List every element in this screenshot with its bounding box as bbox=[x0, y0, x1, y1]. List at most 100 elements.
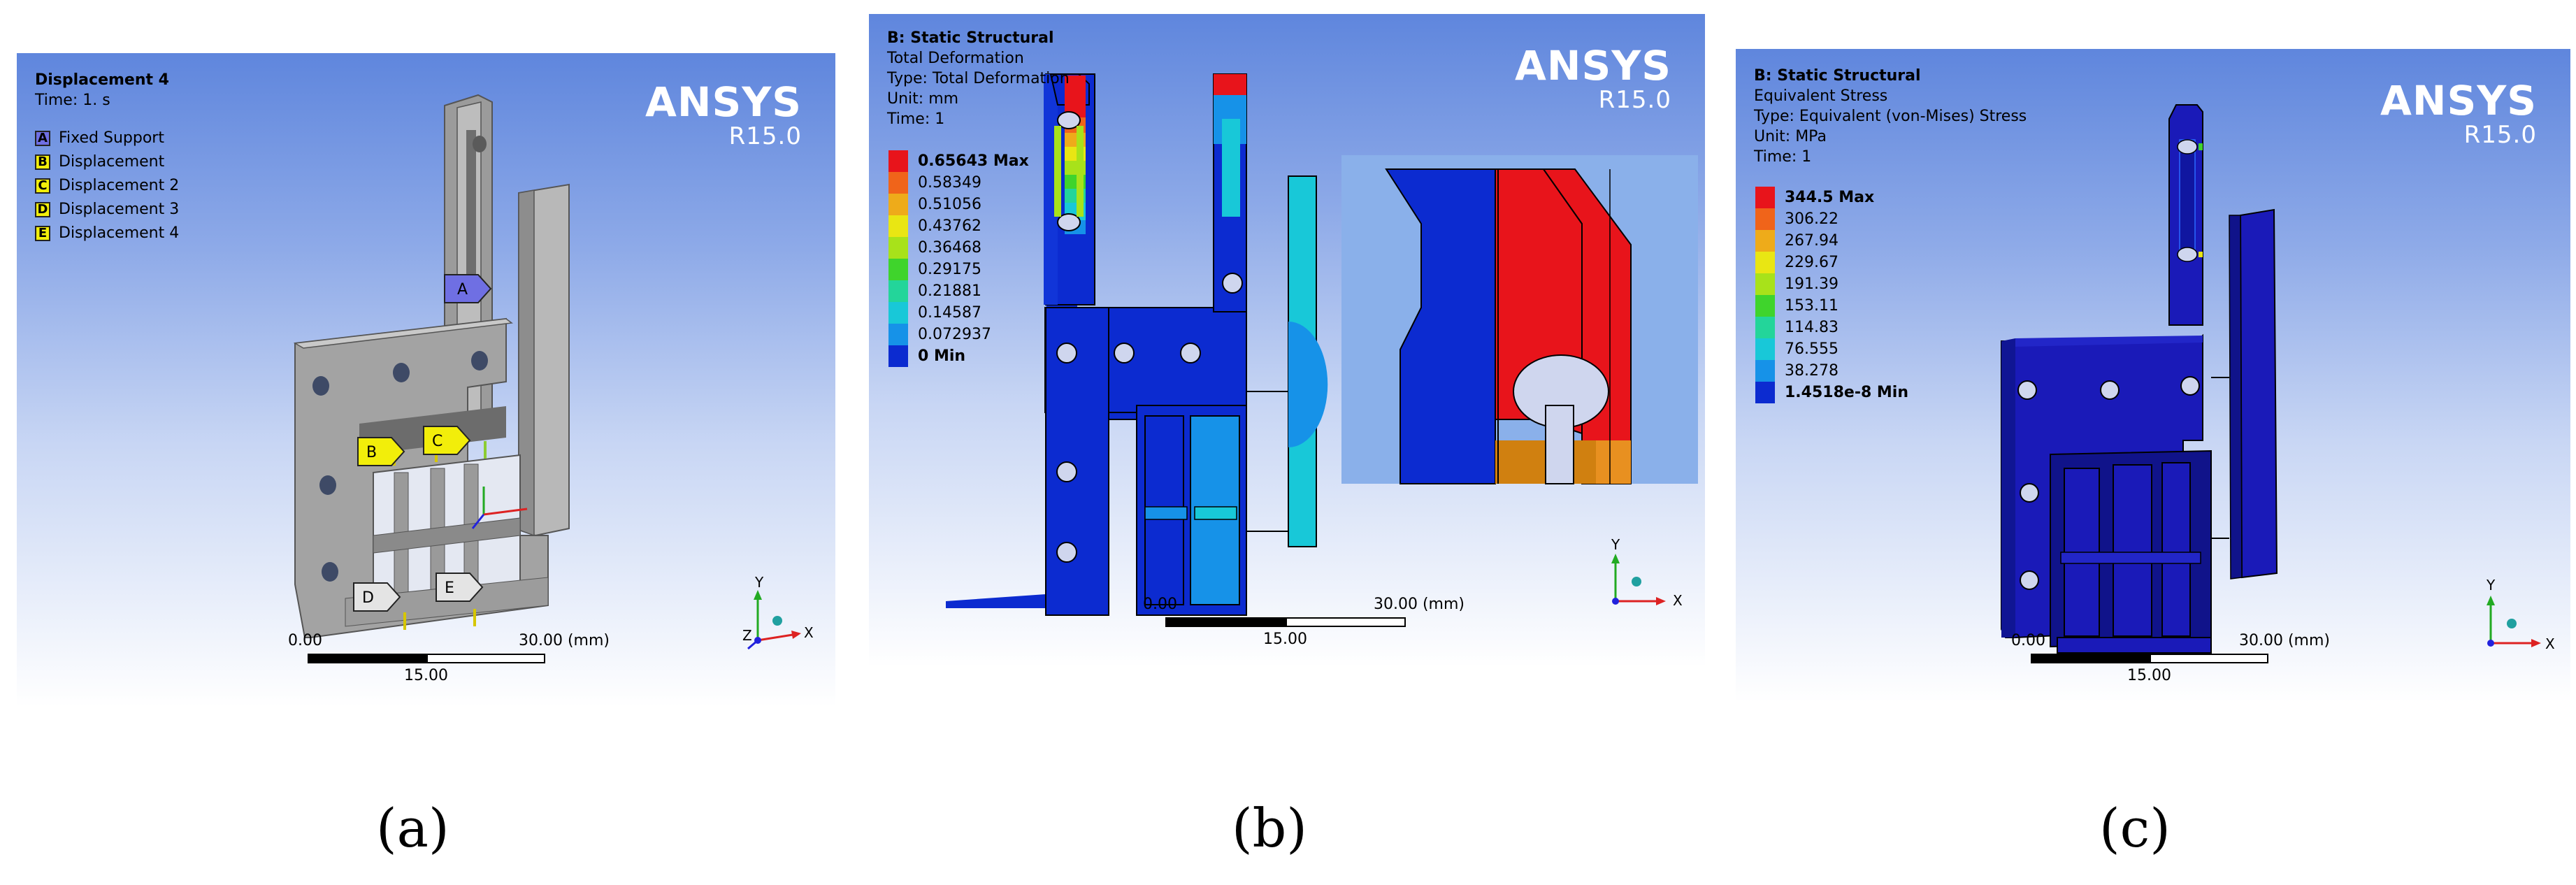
brand-version: R15.0 bbox=[1598, 86, 1671, 114]
viewport-total-deformation[interactable]: B: Static Structural Total Deformation T… bbox=[869, 14, 1705, 668]
model-geometry-gray bbox=[293, 94, 570, 638]
brand-name: ANSYS bbox=[2380, 77, 2537, 124]
contour-row: 0.51056 bbox=[888, 194, 1029, 215]
scale-bar-white bbox=[1286, 617, 1406, 627]
contour-label: 344.5 Max bbox=[1785, 189, 1875, 206]
contour-label: 191.39 bbox=[1785, 275, 1839, 293]
contour-label: 38.278 bbox=[1785, 362, 1839, 380]
brand-name: ANSYS bbox=[1515, 42, 1671, 89]
displacement-flag-e[interactable]: E bbox=[435, 572, 484, 603]
brand-name: ANSYS bbox=[645, 78, 802, 126]
contour-row: 38.278 bbox=[1755, 360, 1908, 382]
contour-label: 0.29175 bbox=[918, 261, 981, 278]
axis-x-label: X bbox=[804, 624, 814, 641]
contour-label: 1.4518e-8 Min bbox=[1785, 384, 1909, 401]
contour-swatch bbox=[1755, 360, 1775, 382]
contour-swatch bbox=[1755, 208, 1775, 230]
legend-key-a: A bbox=[35, 131, 50, 146]
viewport-displacement-setup[interactable]: A B C D E Displacement 4 Time: 1. s A Fi… bbox=[17, 53, 835, 707]
contour-swatch bbox=[888, 345, 908, 367]
scale-end-label: 30.00 (mm) bbox=[1374, 596, 1465, 613]
legend-item-displacement-2[interactable]: C Displacement 2 bbox=[35, 174, 179, 198]
global-axis-triad: Y X bbox=[1611, 536, 1683, 609]
contour-swatch bbox=[888, 215, 908, 237]
caption-a: (a) bbox=[376, 797, 449, 859]
contour-row: 229.67 bbox=[1755, 252, 1908, 273]
contour-label: 229.67 bbox=[1785, 254, 1839, 271]
legend-key-d: D bbox=[35, 202, 50, 217]
brand-version: R15.0 bbox=[728, 122, 802, 150]
displacement-flag-c[interactable]: C bbox=[422, 425, 471, 456]
contour-row-max: 344.5 Max bbox=[1755, 187, 1908, 208]
axis-y-label: Y bbox=[2486, 577, 2496, 593]
axis-z-label: Z bbox=[742, 627, 752, 644]
contour-row: 0.36468 bbox=[888, 237, 1029, 259]
ansys-logo: ANSYS R15.0 bbox=[2380, 80, 2537, 148]
contour-swatch bbox=[1755, 382, 1775, 403]
viewport-equivalent-stress[interactable]: B: Static Structural Equivalent Stress T… bbox=[1736, 49, 2570, 703]
result-title: B: Static Structural bbox=[1754, 67, 1921, 85]
analysis-header: Displacement 4 Time: 1. s bbox=[35, 70, 169, 110]
axis-x-label: X bbox=[2545, 635, 2555, 652]
contour-label: 306.22 bbox=[1785, 210, 1839, 228]
brand-version: R15.0 bbox=[2463, 121, 2537, 149]
contour-row: 153.11 bbox=[1755, 295, 1908, 317]
result-name: Equivalent Stress bbox=[1754, 87, 1888, 105]
result-header: B: Static Structural Total Deformation T… bbox=[887, 28, 1070, 129]
contour-swatch bbox=[888, 302, 908, 324]
result-time: Time: 1 bbox=[887, 110, 945, 128]
contour-swatch bbox=[888, 194, 908, 215]
scale-start-label: 0.00 bbox=[288, 632, 322, 649]
result-type: Type: Total Deformation bbox=[887, 70, 1070, 87]
svg-text:C: C bbox=[432, 433, 442, 450]
contour-label: 153.11 bbox=[1785, 297, 1839, 315]
contour-label: 114.83 bbox=[1785, 319, 1839, 336]
contour-legend: 0.65643 Max 0.58349 0.51056 0.43762 0.36… bbox=[888, 150, 1029, 367]
contour-row: 306.22 bbox=[1755, 208, 1908, 230]
axis-y-label: Y bbox=[754, 574, 764, 591]
contour-label: 0 Min bbox=[918, 347, 966, 365]
displacement-flag-d[interactable]: D bbox=[352, 582, 401, 612]
contour-label: 267.94 bbox=[1785, 232, 1839, 250]
caption-b: (b) bbox=[1232, 797, 1307, 859]
fixed-support-flag-a[interactable]: A bbox=[443, 273, 492, 304]
result-type: Type: Equivalent (von-Mises) Stress bbox=[1754, 108, 2027, 125]
scale-mid-label: 15.00 bbox=[2127, 667, 2171, 684]
contour-label: 0.43762 bbox=[918, 217, 981, 235]
contour-label: 0.58349 bbox=[918, 174, 981, 192]
contour-swatch bbox=[888, 150, 908, 172]
legend-item-fixed-support[interactable]: A Fixed Support bbox=[35, 127, 179, 150]
result-header: B: Static Structural Equivalent Stress T… bbox=[1754, 66, 2027, 167]
legend-item-displacement-4[interactable]: E Displacement 4 bbox=[35, 222, 179, 245]
legend-label: Displacement 4 bbox=[59, 224, 180, 242]
svg-text:B: B bbox=[366, 444, 377, 461]
global-axis-triad: Y X Z bbox=[742, 574, 814, 650]
legend-label: Displacement bbox=[59, 153, 165, 171]
contour-label: 0.36468 bbox=[918, 239, 981, 257]
contour-row: 0.14587 bbox=[888, 302, 1029, 324]
legend-item-displacement-3[interactable]: D Displacement 3 bbox=[35, 198, 179, 222]
contour-label: 0.65643 Max bbox=[918, 152, 1029, 170]
analysis-title: Displacement 4 bbox=[35, 71, 169, 89]
scale-end-label: 30.00 (mm) bbox=[2239, 632, 2331, 649]
contour-row: 76.555 bbox=[1755, 338, 1908, 360]
axis-x-label: X bbox=[1673, 592, 1683, 609]
contour-swatch bbox=[1755, 230, 1775, 252]
analysis-time: Time: 1. s bbox=[35, 92, 110, 109]
legend-label: Fixed Support bbox=[59, 129, 164, 147]
boundary-condition-legend: A Fixed Support B Displacement C Displac… bbox=[35, 127, 179, 245]
contour-label: 76.555 bbox=[1785, 340, 1839, 358]
legend-item-displacement[interactable]: B Displacement bbox=[35, 150, 179, 174]
contour-swatch bbox=[1755, 338, 1775, 360]
svg-text:E: E bbox=[445, 580, 454, 597]
contour-row: 0.072937 bbox=[888, 324, 1029, 345]
scale-end-label: 30.00 (mm) bbox=[519, 632, 610, 649]
contour-row: 0.29175 bbox=[888, 259, 1029, 280]
contour-row: 191.39 bbox=[1755, 273, 1908, 295]
scale-bar-black bbox=[1165, 617, 1286, 627]
displacement-flag-b[interactable]: B bbox=[357, 436, 405, 467]
contour-swatch bbox=[888, 324, 908, 345]
contour-legend: 344.5 Max 306.22 267.94 229.67 191.39 15… bbox=[1755, 187, 1908, 403]
contour-row: 0.58349 bbox=[888, 172, 1029, 194]
contour-swatch bbox=[888, 259, 908, 280]
